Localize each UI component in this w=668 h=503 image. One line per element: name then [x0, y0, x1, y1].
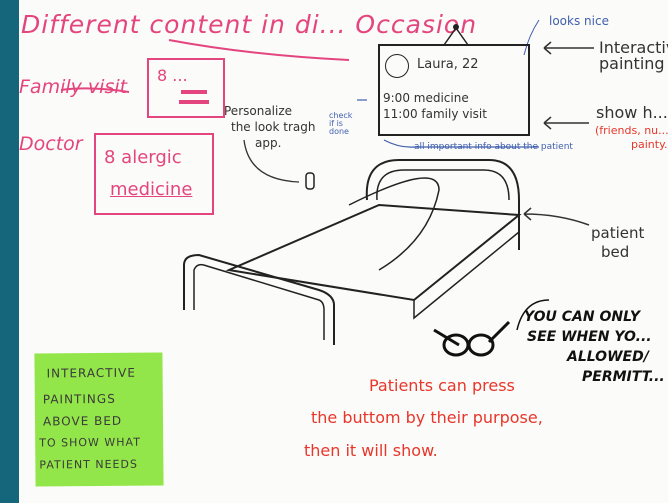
family-visit-box: 8 ...	[147, 58, 225, 118]
painting-line-1: 9:00 medicine	[383, 91, 469, 105]
painting-name: Laura, 22	[417, 57, 479, 72]
press-note-line-2: the buttom by their purpose,	[311, 408, 543, 427]
personalize-line-2: the look tragh	[231, 120, 316, 134]
painting-line-2: 11:00 family visit	[383, 107, 487, 121]
doctor-line-2: medicine	[110, 179, 193, 200]
personalize-line-3: app.	[255, 136, 282, 150]
friends-note: (friends, nu...	[595, 124, 668, 137]
personalize-line-1: Personalize	[224, 104, 293, 118]
patient-bed-line-2: bed	[601, 243, 630, 261]
permitted-line-4: PERMITT...	[582, 369, 665, 385]
sticky-line-4: TO SHOW WHAT	[39, 435, 141, 450]
permitted-line-1: YOU CAN ONLY	[524, 309, 640, 325]
check-note: check if is done	[329, 111, 353, 136]
family-visit-box-text: 8 ...	[157, 66, 188, 85]
doctor-line-1: 8 alergic	[104, 147, 182, 168]
sticky-line-5: PATIENT NEEDS	[39, 457, 138, 472]
sticky-line-2: PAINTINGS	[42, 391, 116, 407]
sticky-note: INTERACTIVE PAINTINGS ABOVE BED TO SHOW …	[34, 352, 164, 487]
avatar-icon	[385, 54, 409, 78]
doctor-label: Doctor	[19, 133, 83, 155]
permitted-line-2: SEE WHEN YO...	[527, 329, 652, 345]
sticky-line-1: INTERACTIVE	[46, 365, 136, 381]
show-note: show h...	[596, 103, 668, 122]
painty-note: painty...	[631, 138, 668, 151]
patient-bed-line-1: patient	[591, 224, 645, 242]
sticky-line-3: ABOVE BED	[42, 413, 123, 429]
interactive-painting-note: Interactive painting	[599, 38, 668, 73]
looks-nice-note: looks nice	[549, 14, 609, 28]
family-visit-label: Family visit	[19, 76, 128, 98]
permitted-line-3: ALLOWED/	[567, 349, 649, 365]
doctor-box: 8 alergic medicine	[94, 133, 214, 215]
all-info-note: all important info about the patient	[414, 142, 573, 152]
press-note-line-3: then it will show.	[304, 441, 438, 460]
sketch-paper: Different content in di... Occasion	[19, 0, 668, 503]
page-title: Different content in di... Occasion	[21, 10, 478, 39]
press-note-line-1: Patients can press	[369, 376, 515, 395]
sketch-lines	[60, 19, 594, 357]
